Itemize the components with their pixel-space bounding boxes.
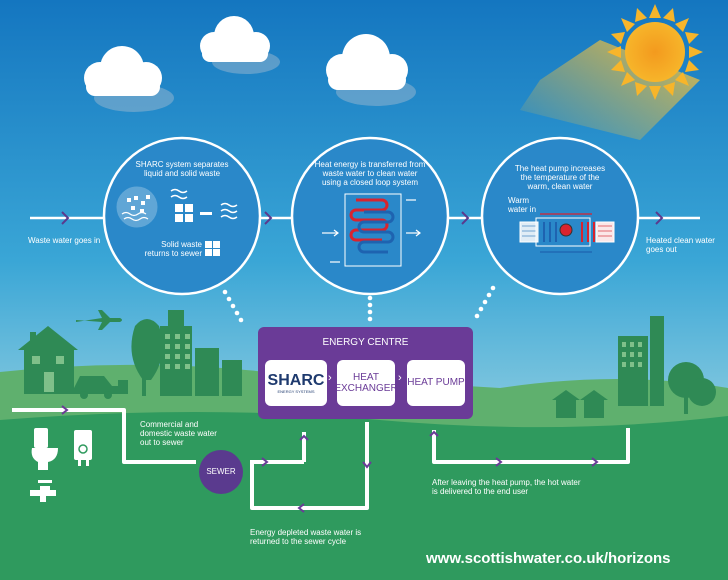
commercial-text: Commercial and domestic waste water out … xyxy=(140,420,217,448)
cloud-icon xyxy=(84,16,416,112)
heat-exchanger-box: HEAT EXCHANGER xyxy=(334,360,398,406)
warm-water-label: Warm water in xyxy=(508,196,537,215)
heat-pump-box: HEAT PUMP xyxy=(407,360,465,406)
dotted-connectors xyxy=(222,285,496,323)
energy-centre-title: ENERGY CENTRE xyxy=(322,337,409,348)
pump-circle xyxy=(480,136,640,296)
grass-front xyxy=(0,412,728,580)
car-icon xyxy=(74,376,118,399)
heat-exchanger-icon xyxy=(322,193,421,267)
website-url[interactable]: www.scottishwater.co.uk/horizons xyxy=(426,550,671,567)
delivered-text: After leaving the heat pump, the hot wat… xyxy=(432,478,581,497)
separation-icon xyxy=(116,186,238,256)
sharc-logo-tagline: ENERGY SYSTEMS xyxy=(277,388,315,394)
exchanger-arrow: › xyxy=(398,372,402,384)
pipe-arrows xyxy=(61,405,599,513)
solid-waste-text: Solid waste returns to sewer xyxy=(144,240,202,259)
logo-arrow: › xyxy=(328,372,332,384)
toilet-icon xyxy=(31,428,58,470)
heat-pump-icon xyxy=(519,213,615,253)
depleted-text: Energy depleted waste water is returned … xyxy=(250,528,362,547)
pump-text: The heat pump increases the temperature … xyxy=(514,164,606,192)
exchanger-text: Heat energy is transferred from waste wa… xyxy=(314,160,426,188)
sun-icon xyxy=(607,4,703,100)
outlet-label: Heated clean water goes out xyxy=(646,236,715,255)
sewer-node xyxy=(199,450,243,494)
tree-icon xyxy=(131,319,163,380)
inlet-label: Waste water goes in xyxy=(28,236,101,245)
aeroplane-icon xyxy=(76,310,122,330)
boiler-icon xyxy=(74,430,92,466)
right-village xyxy=(552,316,716,418)
sharc-text: SHARC system separates liquid and solid … xyxy=(135,160,229,179)
left-village xyxy=(18,310,242,399)
exchanger-circle xyxy=(290,136,450,296)
sewer-label: SEWER xyxy=(206,467,236,476)
tap-icon xyxy=(30,480,56,502)
flow-arrows xyxy=(61,211,664,225)
sharc-logo-text: SHARC xyxy=(267,371,325,389)
sharc-logo: SHARC ENERGY SYSTEMS xyxy=(265,360,327,406)
